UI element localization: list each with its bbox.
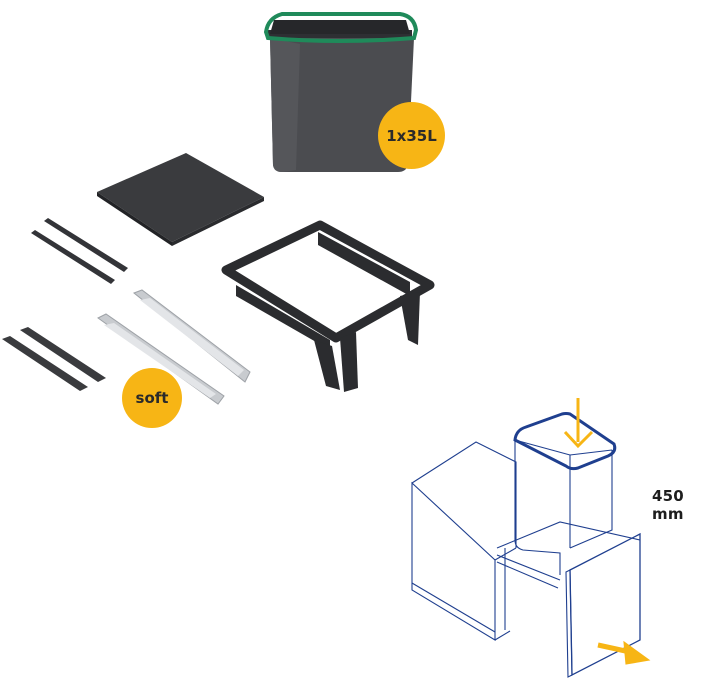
soft-close-badge-text: soft [135, 389, 169, 407]
soft-close-badge: soft [122, 368, 182, 428]
capacity-badge: 1x35L [378, 102, 445, 169]
dimension-label: 450 mm [652, 487, 684, 523]
capacity-badge-text: 1x35L [386, 126, 437, 145]
